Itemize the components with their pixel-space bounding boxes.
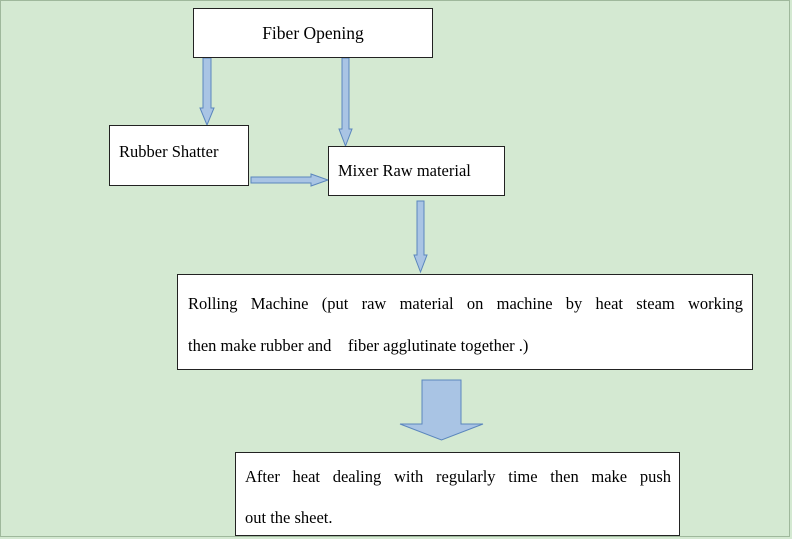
node-fiber-opening: Fiber Opening: [193, 8, 433, 58]
node-rolling-text-line2: then make rubber and fiber agglutinate t…: [188, 336, 529, 355]
node-mixer-label: Mixer Raw material: [338, 161, 471, 180]
node-rolling-machine: Rolling Machine (put raw material on mac…: [177, 274, 753, 370]
arrow-mixer-to-rolling: [413, 200, 428, 274]
node-after-text-line2: out the sheet.: [245, 508, 333, 527]
node-rubber-shatter: Rubber Shatter: [109, 125, 249, 186]
node-rubber-shatter-label: Rubber Shatter: [119, 141, 219, 161]
node-mixer-raw-material: Mixer Raw material: [328, 146, 505, 196]
node-after-text-line1: After heat dealing with regularly time t…: [245, 467, 671, 486]
arrow-rolling-to-after: [399, 379, 484, 441]
node-rolling-text-line1: Rolling Machine (put raw material on mac…: [188, 294, 743, 313]
arrow-fiber-to-mixer: [338, 57, 353, 148]
node-fiber-opening-label: Fiber Opening: [262, 22, 364, 43]
arrow-fiber-to-rubber: [199, 57, 215, 127]
node-after-heat: After heat dealing with regularly time t…: [235, 452, 680, 536]
arrow-rubber-to-mixer: [250, 173, 330, 187]
